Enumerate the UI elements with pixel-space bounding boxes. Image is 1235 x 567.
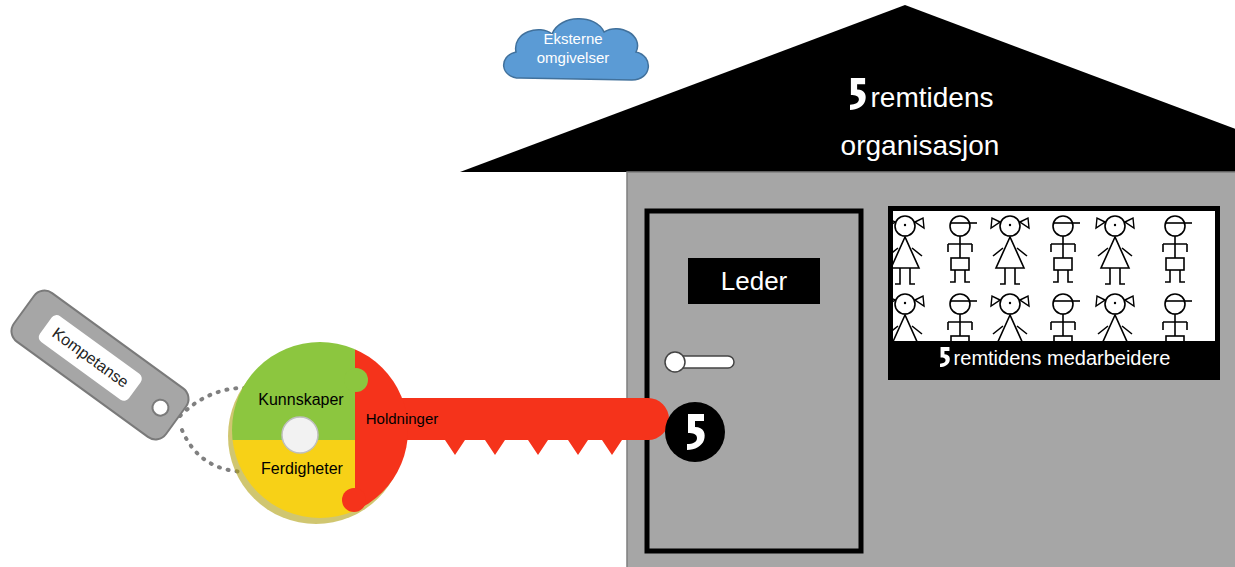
node-text: remtidens medarbeidere <box>954 347 1171 369</box>
window-node: remtidens medarbeidere <box>888 206 1220 380</box>
tag-node-text-box: Kompetanse <box>36 313 144 403</box>
leader-label: Leder <box>688 258 820 304</box>
node-text: Leder <box>721 266 788 296</box>
door <box>647 211 861 551</box>
node-text: Kompetanse <box>49 324 132 391</box>
cloud-node: Eksterne omgivelser <box>505 16 641 80</box>
node-text: Eksterne omgivelser <box>537 30 610 66</box>
node-text: Kunnskaper <box>258 391 343 408</box>
puzzle-knob <box>344 368 368 392</box>
node-text: Ferdigheter <box>261 460 343 477</box>
stick-figures <box>893 216 1192 343</box>
tag-node: Kompetanse <box>5 284 195 446</box>
puzzle-piece-knowledge-text-box: Kunnskaper <box>248 390 354 410</box>
puzzle-piece-skills-text-box: Ferdigheter <box>250 459 354 479</box>
logo-mark <box>938 347 952 367</box>
puzzle-knob <box>342 488 366 512</box>
key-head <box>225 335 425 530</box>
house-node: remtidens organisasjonLeder remtidens med… <box>460 0 1235 567</box>
house-wall <box>627 172 1235 567</box>
key-hole <box>282 417 318 453</box>
logo-mark <box>940 347 950 367</box>
cloud-shape <box>504 19 649 80</box>
node-text: Holdninger <box>366 410 439 427</box>
roof <box>460 5 1235 172</box>
logo-mark <box>850 78 866 110</box>
house-node-text-box: remtidens organisasjon <box>805 74 1035 170</box>
puzzle-piece-attitudes: Holdninger <box>360 409 444 429</box>
puzzle-piece-attitudes-text-box: Holdninger <box>360 409 444 428</box>
lock-logo <box>687 414 705 450</box>
tag-hole <box>148 395 173 420</box>
puzzle-piece-skills: Ferdigheter <box>250 459 354 481</box>
window-node-text-box: remtidens medarbeidere <box>893 341 1215 375</box>
window-glass <box>890 210 1216 378</box>
logo-mark <box>847 78 869 110</box>
leader-label-text-box: Leder <box>721 266 788 296</box>
cloud-node-text-box: Eksterne omgivelser <box>518 29 628 67</box>
door-handle-rose <box>665 352 685 372</box>
node-text: remtidens organisasjon <box>841 82 1000 161</box>
lock <box>665 402 725 462</box>
puzzle-piece-knowledge: Kunnskaper <box>248 390 354 412</box>
